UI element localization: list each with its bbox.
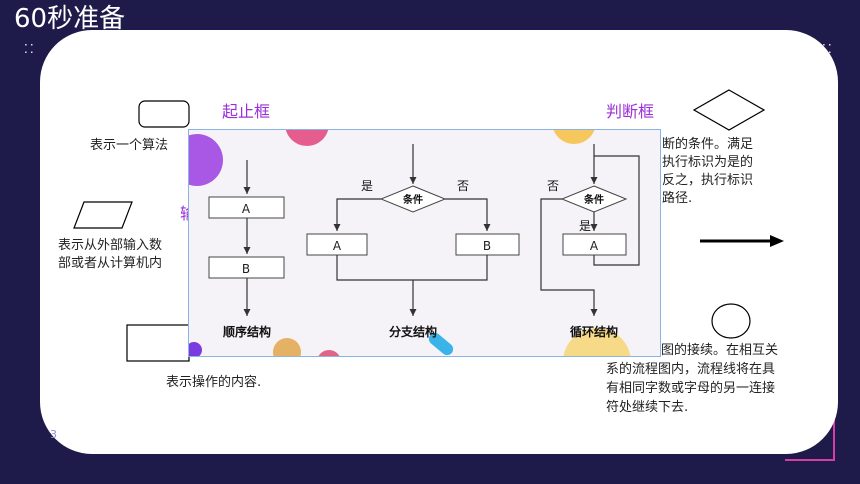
decor-blob xyxy=(273,338,301,356)
decision-shape xyxy=(692,89,766,131)
branch-no-label: 否 xyxy=(457,179,469,193)
decor-blob xyxy=(285,130,329,146)
io-shape xyxy=(73,201,133,229)
loop-box-a: A xyxy=(590,239,599,253)
branch-box-b: B xyxy=(483,239,491,253)
io-desc-line1: 表示从外部输入数 xyxy=(58,238,163,253)
sequence-structure: A B 顺序结构 xyxy=(208,160,285,339)
sequence-caption: 顺序结构 xyxy=(223,324,271,339)
decision-desc-line1: 断的条件。满足 xyxy=(662,137,754,152)
corner-bracket xyxy=(785,395,835,461)
branch-structure: 条件 是 否 A B 分支结构 xyxy=(306,144,520,339)
decor-blob xyxy=(563,328,631,356)
decision-desc-line4: 路径. xyxy=(662,191,693,206)
branch-box-a: A xyxy=(333,239,342,253)
connector-desc-line2: 系的流程图内，流程线将在具 xyxy=(606,362,776,377)
seq-box-b: B xyxy=(242,262,250,276)
structures-diagram: A B 顺序结构 条件 是 否 A B 分支结构 xyxy=(189,130,640,356)
decor-blob xyxy=(428,332,454,356)
terminal-shape xyxy=(138,100,190,128)
connector-desc-line4: 符处继续下去. xyxy=(606,400,689,415)
structures-overlay-image: A B 顺序结构 条件 是 否 A B 分支结构 xyxy=(188,129,661,357)
page-number: 3 xyxy=(50,428,57,441)
loop-condition: 条件 xyxy=(583,193,604,206)
io-desc-line2: 部或者从计算机内 xyxy=(58,256,163,271)
decision-label: 判断框 xyxy=(606,102,655,121)
connector-shape xyxy=(711,303,751,339)
decision-desc-line3: 反之，执行标识 xyxy=(662,173,754,188)
loop-structure: 条件 否 是 A 循环结构 xyxy=(540,144,640,339)
start-end-desc: 表示一个算法 xyxy=(90,138,169,153)
decor-blob xyxy=(189,342,202,356)
process-desc: 表示操作的内容. xyxy=(166,375,262,390)
decision-desc-line2: 执行标识为是的 xyxy=(662,155,754,170)
decor-blob xyxy=(553,130,595,144)
process-shape xyxy=(126,324,190,362)
seq-box-a: A xyxy=(242,202,251,216)
loop-no-label: 否 xyxy=(547,179,559,193)
branch-yes-label: 是 xyxy=(361,179,373,193)
decor-blob xyxy=(189,134,223,186)
arrow-right-icon xyxy=(700,235,784,247)
loop-yes-label: 是 xyxy=(579,219,591,233)
loop-caption: 循环结构 xyxy=(570,324,618,339)
branch-condition: 条件 xyxy=(402,193,423,206)
branch-caption: 分支结构 xyxy=(389,324,437,339)
connector-desc-line1: 程图的接续。在相互关 xyxy=(648,343,779,358)
decor-blob xyxy=(318,350,340,356)
connector-desc-line3: 有相同字数或字母的另一连接 xyxy=(606,381,776,396)
slide-title: 60秒准备 xyxy=(14,4,126,34)
start-end-label: 起止框 xyxy=(222,102,271,121)
decor-dots-left: ⁚⁚ xyxy=(24,42,36,56)
